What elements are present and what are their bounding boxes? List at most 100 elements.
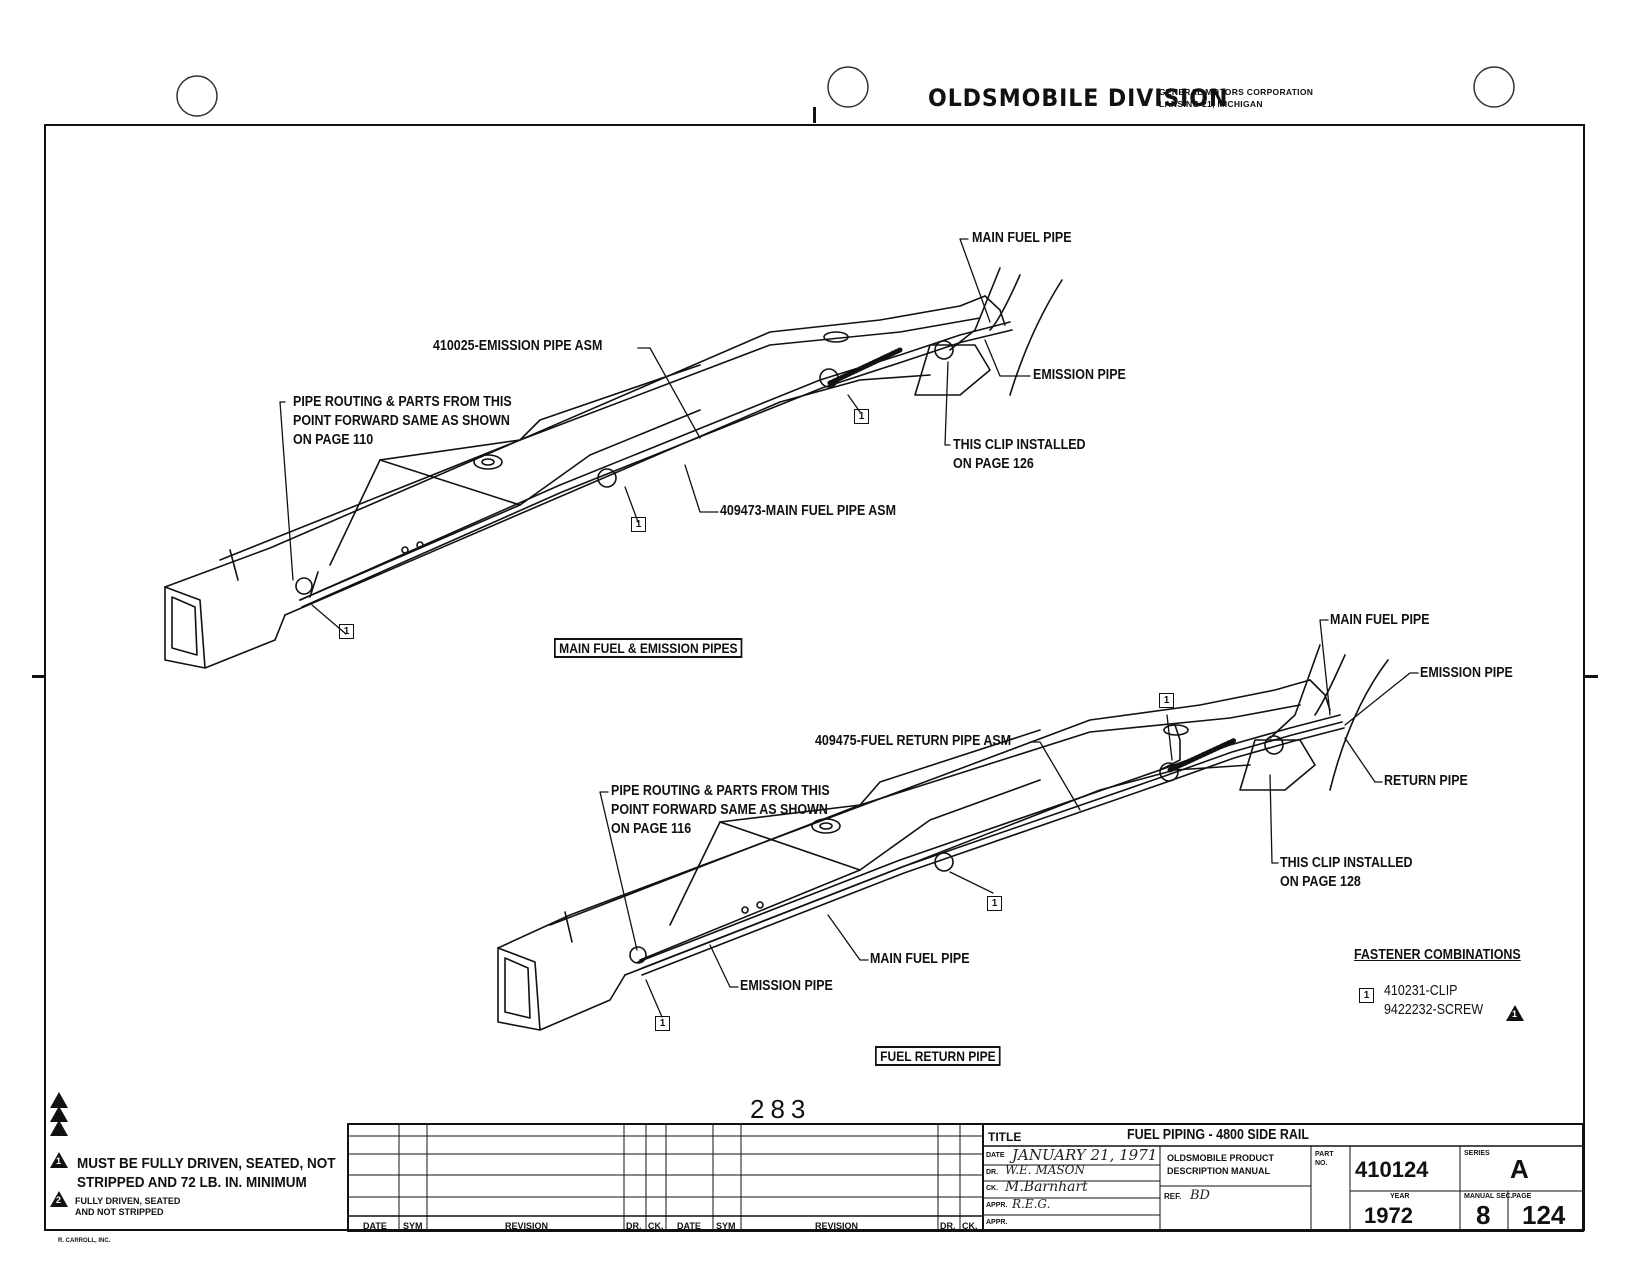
label-main-fuel-pipe-asm: 409473-MAIN FUEL PIPE ASM (720, 503, 897, 519)
part-no-label: PART NO. (1315, 1150, 1334, 1168)
corporation-name: GENERAL MOTORS CORPORATION (1159, 87, 1314, 97)
label-routing-note-top: PIPE ROUTING & PARTS FROM THIS POINT FOR… (293, 393, 512, 450)
bottom-leaders (599, 619, 1419, 1018)
note-2-text: FULLY DRIVEN, SEATED AND NOT STRIPPED (75, 1196, 180, 1218)
manual-name: OLDSMOBILE PRODUCT DESCRIPTION MANUAL (1167, 1152, 1274, 1178)
routing-line-1: PIPE ROUTING & PARTS FROM THIS (611, 783, 830, 799)
note-triangle-icon (50, 1092, 68, 1108)
top-leaders (279, 238, 1031, 635)
ck-label: CK. (986, 1185, 999, 1192)
label-main-fuel-pipe-top: MAIN FUEL PIPE (972, 230, 1072, 246)
drawing-title: FUEL PIPING - 4800 SIDE RAIL (1127, 1127, 1310, 1143)
callout-box: 1 (631, 517, 646, 532)
drawn-by: W.E. MASON (1005, 1163, 1085, 1177)
date-label: DATE (986, 1152, 1005, 1159)
manual-line-2: DESCRIPTION MANUAL (1167, 1166, 1270, 1176)
rev-col-sym: SYM (403, 1221, 423, 1231)
series-label: SERIES (1464, 1150, 1490, 1157)
approved-by: R.E.G. (1012, 1197, 1051, 1211)
label-emission-pipe-bottom: EMISSION PIPE (740, 978, 833, 994)
note-triangle-icon (50, 1106, 68, 1122)
callout-box: 1 (339, 624, 354, 639)
drawing-date: JANUARY 21, 1971 (1012, 1146, 1158, 1164)
ref-label: REF. (1164, 1192, 1182, 1201)
corporation-address: GENERAL MOTORS CORPORATION LANSING 21, M… (1159, 86, 1313, 110)
caption-main-fuel-emission: MAIN FUEL & EMISSION PIPES (554, 638, 743, 658)
title-label: TITLE (988, 1130, 1022, 1144)
routing-line-1: PIPE ROUTING & PARTS FROM THIS (293, 394, 512, 410)
rev-col-dr: DR. (626, 1221, 642, 1231)
routing-line-3: ON PAGE 116 (611, 821, 692, 837)
clip-line-2: ON PAGE 126 (953, 456, 1034, 472)
clip-line-1: THIS CLIP INSTALLED (1280, 855, 1413, 871)
note-2-line-1: FULLY DRIVEN, SEATED (75, 1196, 181, 1206)
part-label-1: PART (1315, 1151, 1334, 1158)
series-value: A (1510, 1154, 1529, 1184)
label-emission-pipe-upper: EMISSION PIPE (1420, 665, 1513, 681)
note-1-text: MUST BE FULLY DRIVEN, SEATED, NOT STRIPP… (77, 1154, 336, 1192)
label-routing-note-bottom: PIPE ROUTING & PARTS FROM THIS POINT FOR… (611, 782, 830, 839)
fastener-clip: 410231-CLIP (1384, 983, 1458, 999)
rev-col-ck-2: CK. (962, 1221, 978, 1231)
note1-triangle-icon: 1 (50, 1152, 68, 1168)
appr2-label: APPR. (986, 1219, 1008, 1226)
page-label: PAGE (1512, 1193, 1532, 1200)
label-clip-installed-bottom: THIS CLIP INSTALLED ON PAGE 128 (1280, 854, 1413, 892)
rev-col-date-2: DATE (677, 1221, 701, 1231)
part-number: 410124 (1355, 1157, 1429, 1182)
note-triangle-icon (50, 1120, 68, 1136)
note2-triangle-icon: 2 (50, 1191, 68, 1207)
rev-col-date: DATE (363, 1221, 387, 1231)
callout-box: 1 (655, 1016, 670, 1031)
rev-col-sym-2: SYM (716, 1221, 736, 1231)
rev-col-revision: REVISION (505, 1221, 549, 1231)
note-triangles-stack (50, 1092, 68, 1136)
checked-by: M.Barnhart (1005, 1179, 1088, 1195)
screw-note-triangle-icon: 1 (1506, 1005, 1524, 1021)
label-main-fuel-pipe-bottom: MAIN FUEL PIPE (870, 951, 970, 967)
dr-label: DR. (986, 1169, 999, 1176)
manual-sec-label: MANUAL SEC. (1464, 1193, 1513, 1200)
top-pipes (295, 321, 1013, 608)
note-1-line-1: MUST BE FULLY DRIVEN, SEATED, NOT (77, 1155, 336, 1172)
callout-box: 1 (987, 896, 1002, 911)
fastener-callout-box: 1 (1359, 988, 1374, 1003)
caption-fuel-return-pipe: FUEL RETURN PIPE (875, 1046, 1001, 1066)
clip-line-1: THIS CLIP INSTALLED (953, 437, 1086, 453)
year-value: 1972 (1364, 1203, 1413, 1228)
clip-line-2: ON PAGE 128 (1280, 874, 1361, 890)
manual-sec-value: 8 (1476, 1200, 1491, 1230)
label-clip-installed-top: THIS CLIP INSTALLED ON PAGE 126 (953, 436, 1086, 474)
ref-value: BD (1190, 1188, 1210, 1203)
note-2-line-2: AND NOT STRIPPED (75, 1207, 164, 1217)
label-emission-pipe-top: EMISSION PIPE (1033, 367, 1126, 383)
part-label-2: NO. (1315, 1160, 1328, 1167)
label-return-pipe-asm: 409475-FUEL RETURN PIPE ASM (815, 733, 1012, 749)
corporation-location: LANSING 21, MICHIGAN (1159, 99, 1263, 109)
printer-credit: R. CARROLL, INC. (58, 1238, 111, 1244)
routing-line-2: POINT FORWARD SAME AS SHOWN (611, 802, 828, 818)
rev-col-revision-2: REVISION (815, 1221, 859, 1231)
rev-col-dr-2: DR. (940, 1221, 956, 1231)
callout-box: 1 (854, 409, 869, 424)
binder-holes (176, 66, 1515, 123)
fastener-title: FASTENER COMBINATIONS (1354, 947, 1521, 963)
year-label: YEAR (1390, 1193, 1410, 1200)
fastener-list: 410231-CLIP 9422232-SCREW (1384, 982, 1483, 1020)
routing-line-2: POINT FORWARD SAME AS SHOWN (293, 413, 510, 429)
label-emission-pipe-asm: 410025-EMISSION PIPE ASM (433, 338, 603, 354)
note-1-line-2: STRIPPED AND 72 LB. IN. MINIMUM (77, 1174, 307, 1191)
margin-tick-left (32, 675, 46, 678)
fastener-screw: 9422232-SCREW (1384, 1002, 1484, 1018)
label-main-fuel-pipe-upper: MAIN FUEL PIPE (1330, 612, 1430, 628)
manual-line-1: OLDSMOBILE PRODUCT (1167, 1153, 1274, 1163)
callout-box: 1 (1159, 693, 1174, 708)
division-title: OLDSMOBILE DIVISION (928, 84, 1229, 112)
bottom-pipes (629, 714, 1345, 976)
margin-tick-right (1584, 675, 1598, 678)
page-value: 124 (1522, 1200, 1566, 1230)
label-return-pipe: RETURN PIPE (1384, 773, 1468, 789)
routing-line-3: ON PAGE 110 (293, 432, 374, 448)
